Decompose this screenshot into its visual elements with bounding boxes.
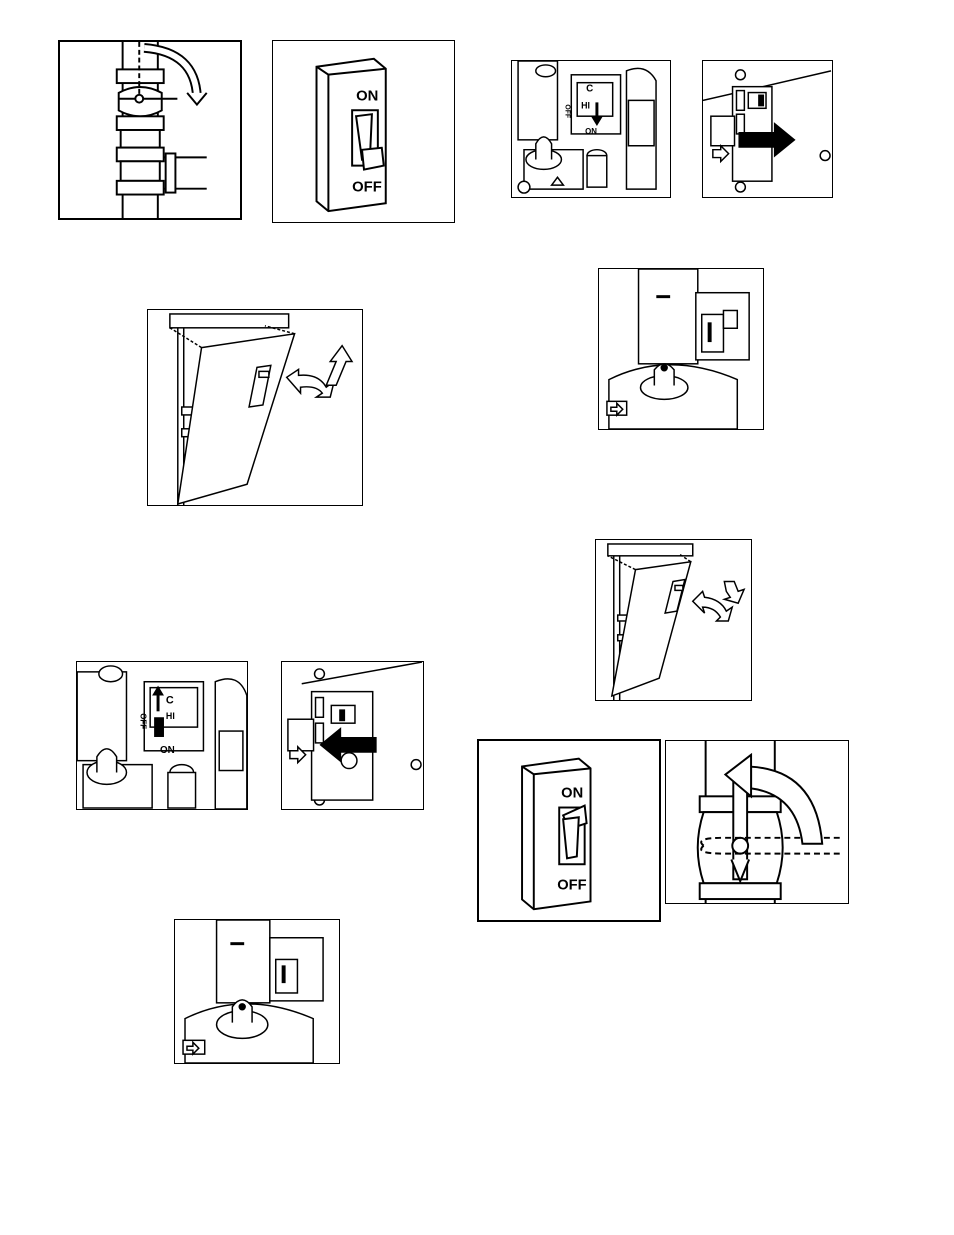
valve-left-hi-label: HI — [166, 711, 175, 721]
access-panel-install-figure — [595, 539, 752, 701]
valve-bottom-illustration — [175, 920, 339, 1063]
pipe-valve-illustration — [60, 42, 240, 218]
gas-control-valve-on-figure: C HI OFF ON — [76, 661, 248, 810]
valve-switch-right-illustration — [703, 61, 832, 197]
pipe-valve-open-illustration — [666, 741, 848, 903]
switch-off-label: OFF — [352, 179, 382, 195]
valve-hi-label: HI — [581, 100, 590, 110]
power-switch-figure-top: ON OFF — [272, 40, 455, 223]
gas-control-valve-bottom-figure — [174, 919, 340, 1064]
wall-switch-illustration: ON OFF — [273, 41, 454, 222]
valve-switch-slide-right-figure — [702, 60, 833, 198]
gas-valve-open-figure — [665, 740, 849, 904]
switch-bottom-off-label: OFF — [557, 878, 586, 894]
valve-off-label: OFF — [563, 104, 570, 118]
power-switch-figure-bottom: ON OFF — [477, 739, 661, 922]
control-valve-on-illustration: C HI OFF ON — [77, 662, 247, 809]
valve-switch-slide-left-figure — [281, 661, 424, 810]
valve-left-on-label: ON — [160, 745, 175, 756]
gas-control-valve-detail-figure — [598, 268, 764, 430]
gas-valve-closed-figure — [58, 40, 242, 220]
valve-c-label: C — [586, 84, 593, 95]
wall-switch-bottom-illustration: ON OFF — [479, 741, 659, 920]
valve-left-off-label: OFF — [138, 713, 147, 729]
valve-switch-left-illustration — [282, 662, 423, 809]
valve-detail-illustration — [599, 269, 763, 429]
switch-bottom-on-label: ON — [561, 786, 583, 802]
panel-install-illustration — [596, 540, 751, 700]
access-panel-remove-figure — [147, 309, 363, 506]
switch-on-label: ON — [356, 88, 378, 104]
panel-removal-illustration — [148, 310, 362, 505]
valve-on-label: ON — [585, 127, 597, 136]
gas-control-valve-off-figure: C HI OFF ON — [511, 60, 671, 198]
valve-left-c-label: C — [166, 694, 174, 706]
control-valve-illustration: C HI OFF ON — [512, 61, 670, 197]
